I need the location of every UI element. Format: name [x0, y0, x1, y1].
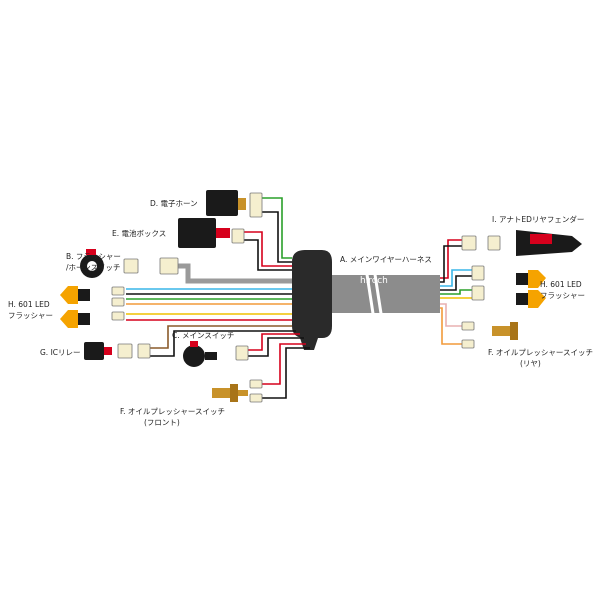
label-d: D. 電子ホーン [150, 199, 198, 208]
main-switch-stem [205, 352, 217, 360]
main-switch-body [183, 345, 205, 367]
horn-body [206, 190, 238, 216]
wire-g-2 [150, 330, 296, 357]
led-flasher-left-1-mount [78, 289, 90, 301]
oil-switch-front [212, 384, 248, 402]
ic-relay-g [84, 342, 104, 360]
oil-switch-front-body [212, 388, 232, 398]
battery-box-tab [216, 228, 230, 238]
wire-h-right-1 [440, 269, 472, 287]
oil-switch-rear-nut [510, 322, 518, 340]
wire-i-2 [440, 245, 462, 283]
oil-switch-rear-body [492, 326, 512, 336]
rear-fender-light [530, 234, 552, 244]
rear-fender-i [516, 230, 582, 256]
switch-b-red [86, 249, 96, 255]
right-wires [440, 239, 472, 345]
led-flasher-left-1 [60, 286, 78, 304]
connector-g2 [137, 343, 151, 359]
connector-g [117, 343, 133, 359]
label-e: E. 電池ボックス [112, 228, 166, 238]
wire-c-1 [248, 333, 300, 351]
harness-tail [300, 338, 318, 350]
connector-i2 [487, 235, 501, 251]
label-f-rear-line2: (リヤ) [520, 359, 541, 368]
wire-f-rear-2 [440, 307, 462, 345]
switch-b [80, 249, 104, 278]
wire-h-right-2 [440, 275, 472, 291]
connector-c [235, 345, 249, 361]
connector-h-right-2 [471, 285, 485, 301]
wire-f-front-1 [262, 343, 306, 385]
main-switch-c [183, 341, 217, 367]
connector-h-left-2 [111, 297, 125, 307]
connectors [111, 192, 501, 403]
wire-f-front-2 [262, 347, 310, 399]
oil-switch-front-nut [230, 384, 238, 402]
wire-e-black [244, 239, 292, 271]
connector-b [123, 258, 139, 274]
connector-i [461, 235, 477, 251]
connector-e [231, 228, 245, 244]
label-h-right-line1: H. 601 LED [540, 280, 582, 289]
left-wires [126, 197, 310, 399]
connector-h-right-1 [471, 265, 485, 281]
led-flasher-right-1-mount [516, 273, 528, 285]
connector-f-rear-1 [461, 321, 475, 331]
main-switch-key [190, 341, 198, 347]
label-c: C. メインスイッチ [172, 331, 234, 340]
wire-d-black [262, 211, 292, 263]
horn-terminal [238, 198, 246, 210]
label-a: A. メインワイヤーハーネス [340, 255, 432, 264]
ic-relay-tab [104, 347, 112, 355]
connector-b2 [159, 257, 179, 275]
led-flasher-left-2 [60, 310, 78, 328]
label-b-line2: /ホーンスイッチ [66, 263, 121, 272]
connector-h-left-3 [111, 311, 125, 321]
led-flasher-right-1 [528, 270, 546, 288]
label-i: I. アナトEDリヤフェンダー [492, 214, 584, 224]
connector-d [249, 192, 263, 218]
connector-h-left-1 [111, 286, 125, 296]
led-flasher-right-2 [528, 290, 546, 308]
wire-h-right-3 [440, 289, 472, 295]
label-f-front-line1: F. オイルプレッシャースイッチ [120, 407, 225, 416]
label-g: G. ICリレー [40, 348, 81, 357]
harness-junction [292, 250, 332, 338]
connector-f-rear-2 [461, 339, 475, 349]
main-harness: hiroch [292, 250, 440, 350]
led-flasher-right-2-mount [516, 293, 528, 305]
wire-g-1 [150, 325, 292, 349]
horn-d [206, 190, 246, 216]
label-f-front-line2: (フロント) [144, 418, 180, 427]
wire-b-gray [178, 263, 292, 284]
battery-box-e [178, 218, 216, 248]
wire-c-2 [248, 337, 304, 357]
harness-break-mark [364, 267, 384, 321]
connector-f-front-2 [249, 393, 263, 403]
label-h-right-line2: フラッシャー [540, 291, 585, 300]
led-flasher-left-2-mount [78, 313, 90, 325]
wire-e-red [244, 231, 292, 267]
connector-f-front-1 [249, 379, 263, 389]
label-f-rear-line1: F. オイルプレッシャースイッチ [488, 348, 593, 357]
oil-switch-rear [492, 322, 518, 340]
wire-d-green [262, 197, 292, 259]
switch-b-hole [87, 261, 97, 271]
labels: A. メインワイヤーハーネス B. フラッシャー /ホーンスイッチ C. メイン… [8, 199, 593, 427]
watermark: hiroch [360, 276, 388, 286]
oil-switch-front-tip [238, 390, 248, 396]
label-b-line1: B. フラッシャー [66, 252, 121, 261]
wire-f-rear-1 [440, 303, 462, 327]
label-h-left-line1: H. 601 LED [8, 300, 50, 309]
label-h-left-line2: フラッシャー [8, 311, 53, 320]
